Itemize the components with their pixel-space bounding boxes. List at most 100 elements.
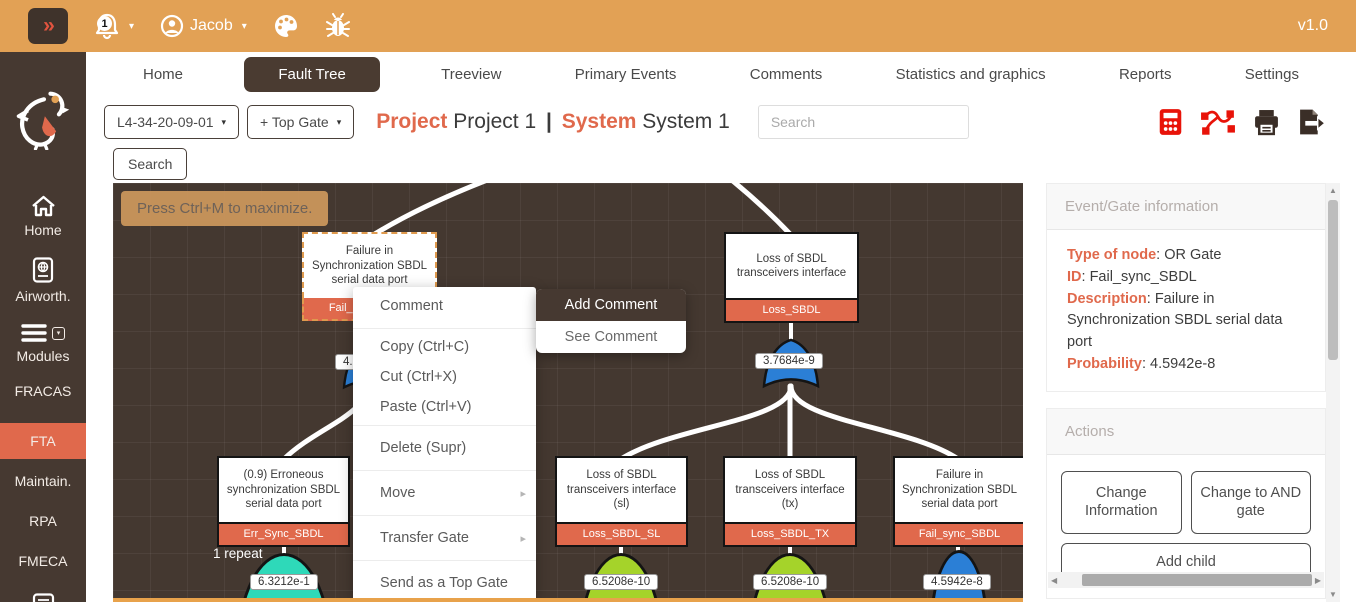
menu-item-send-top-gate[interactable]: Send as a Top Gate	[380, 575, 508, 591]
project-name: Project 1	[453, 110, 537, 133]
event-probability-label: 6.5208e-10	[753, 574, 828, 590]
sidebar-collapse-button[interactable]: »	[28, 8, 68, 44]
sidebar-item-modules[interactable]: ▾ Modules	[0, 323, 86, 364]
card-body: Type of node: OR Gate ID: Fail_sync_SBDL…	[1047, 230, 1325, 391]
toolbar-icons	[1158, 108, 1326, 136]
sidebar-item-rpa[interactable]: RPA	[0, 513, 86, 529]
add-top-gate-dropdown[interactable]: + Top Gate ▾	[247, 105, 355, 139]
menu-item-cut[interactable]: Cut (Ctrl+X)	[380, 369, 457, 385]
tree-node-fail-sync-sbdl-repeat[interactable]: Failure in Synchronization SBDL serial d…	[893, 456, 1023, 547]
tab-comments[interactable]: Comments	[749, 66, 823, 83]
search-button[interactable]: Search	[113, 148, 188, 180]
tab-reports[interactable]: Reports	[1118, 66, 1172, 83]
submenu-item-add-comment[interactable]: Add Comment	[536, 289, 686, 321]
field-type-of-node: Type of node: OR Gate	[1067, 247, 1222, 263]
calculator-icon[interactable]	[1158, 108, 1183, 136]
modules-dropdown-icon[interactable]: ▾	[52, 326, 65, 340]
gate-selector-dropdown[interactable]: L4-34-20-09-01 ▾	[104, 105, 240, 139]
breadcrumb-separator: |	[545, 110, 552, 133]
field-description: Description: Failure in Synchronization …	[1067, 290, 1283, 351]
actions-body: Change Information Change to AND gate Ad…	[1047, 455, 1325, 599]
sidebar-item-maintain[interactable]: Maintain.	[0, 473, 86, 489]
app-logo	[13, 88, 73, 155]
fault-tree-toolbar: L4-34-20-09-01 ▾ + Top Gate ▾ Project Pr…	[104, 105, 1326, 139]
search-input[interactable]	[757, 105, 969, 139]
actions-card: Actions Change Information Change to AND…	[1046, 407, 1326, 600]
tree-node-loss-sbdl-sl[interactable]: Loss of SBDL transceivers interface (sl)…	[555, 456, 688, 547]
info-panel: Event/Gate information Type of node: OR …	[1046, 183, 1326, 602]
submenu-arrow-icon: ▸	[520, 532, 526, 545]
bird-logo-icon	[16, 91, 70, 151]
change-to-and-gate-button[interactable]: Change to AND gate	[1190, 470, 1311, 535]
menu-item-transfer-gate[interactable]: Transfer Gate ▸	[380, 530, 526, 546]
scrollbar-thumb[interactable]	[1082, 574, 1312, 586]
add-top-gate-label: + Top Gate	[260, 114, 329, 130]
scroll-down-icon[interactable]: ▼	[1329, 590, 1337, 599]
theme-button[interactable]	[273, 13, 299, 39]
tab-treeview[interactable]: Treeview	[441, 66, 502, 83]
tab-settings[interactable]: Settings	[1244, 66, 1299, 83]
chevron-down-icon: ▾	[336, 116, 342, 127]
user-menu[interactable]: Jacob ▾	[160, 14, 247, 38]
sidebar-item-label: FTA	[30, 433, 56, 449]
scroll-up-icon[interactable]: ▲	[1329, 186, 1337, 195]
sidebar-item-label: FMECA	[18, 553, 68, 569]
home-icon	[31, 195, 55, 217]
sidebar-item-label: Home	[24, 222, 62, 238]
cut-set-diagram-icon[interactable]	[1200, 108, 1236, 136]
field-probability: Probability: 4.5942e-8	[1067, 355, 1216, 372]
vertical-scrollbar[interactable]: ▲ ▼	[1326, 183, 1340, 602]
tree-node-err-sync-sbdl[interactable]: (0.9) Erroneous synchronization SBDL ser…	[217, 456, 350, 547]
debug-button[interactable]	[325, 13, 351, 39]
connector-stub	[282, 543, 286, 557]
connector-stub	[788, 543, 792, 557]
print-icon[interactable]	[1253, 109, 1280, 136]
scrollbar-thumb[interactable]	[1328, 200, 1338, 360]
project-label: Project	[376, 110, 448, 133]
sidebar-item-label: FRACAS	[14, 383, 72, 399]
fault-tree-canvas[interactable]: Press Ctrl+M to maximize. Failure in Syn…	[113, 183, 1023, 602]
node-id-tag: Err_Sync_SBDL	[217, 522, 350, 547]
scroll-left-icon[interactable]: ◀	[1051, 575, 1058, 585]
context-menu: Comment Copy (Ctrl+C) Cut (Ctrl+X) Paste…	[353, 287, 536, 598]
system-label: System	[561, 110, 637, 133]
scroll-right-icon[interactable]: ▶	[1314, 575, 1321, 585]
sidebar-item-label: Modules	[16, 348, 70, 364]
sidebar-item-home[interactable]: Home	[0, 195, 86, 238]
bell-icon: 1	[94, 12, 120, 40]
event-probability-label: 6.5208e-10	[584, 574, 659, 590]
sidebar: Home Airworth. ▾ Modules FRACAS FTA Main…	[0, 52, 86, 602]
gate-probability-label: 3.7684e-9	[755, 353, 823, 369]
tree-node-loss-sbdl-tx[interactable]: Loss of SBDL transceivers interface (tx)…	[723, 456, 857, 547]
menu-item-paste[interactable]: Paste (Ctrl+V)	[380, 399, 472, 415]
tab-statistics[interactable]: Statistics and graphics	[895, 66, 1046, 83]
menu-item-delete[interactable]: Delete (Supr)	[380, 440, 467, 456]
menu-item-move[interactable]: Move ▸	[380, 485, 526, 501]
card-header: Actions	[1047, 408, 1325, 455]
notifications[interactable]: 1 ▾	[94, 12, 134, 40]
menu-item-copy[interactable]: Copy (Ctrl+C)	[380, 339, 470, 355]
node-label: Failure in Synchronization SBDL serial d…	[893, 456, 1023, 522]
change-information-button[interactable]: Change Information	[1061, 470, 1182, 535]
repeat-count-note: 1 repeat	[213, 546, 263, 561]
menu-item-comment[interactable]: Comment	[380, 298, 443, 314]
tab-fault-tree[interactable]: Fault Tree	[244, 57, 380, 92]
sidebar-item-fracas[interactable]: FRACAS	[0, 383, 86, 399]
export-icon[interactable]	[1297, 108, 1326, 136]
sidebar-item-fta[interactable]: FTA	[0, 423, 86, 459]
sidebar-item-fmeca[interactable]: FMECA	[0, 553, 86, 569]
node-id-tag: Loss_SBDL_SL	[555, 522, 688, 547]
sidebar-item-help[interactable]: Help	[0, 593, 86, 602]
tab-primary-events[interactable]: Primary Events	[574, 66, 677, 83]
tree-node-loss-sbdl[interactable]: Loss of SBDL transceivers interface Loss…	[724, 232, 859, 323]
maximize-hint: Press Ctrl+M to maximize.	[121, 191, 329, 226]
node-label: (0.9) Erroneous synchronization SBDL ser…	[217, 456, 350, 522]
submenu-item-see-comment[interactable]: See Comment	[564, 329, 658, 345]
main-content: Home Fault Tree Treeview Primary Events …	[86, 52, 1356, 602]
sidebar-item-airworthiness[interactable]: Airworth.	[0, 257, 86, 304]
tab-home[interactable]: Home	[143, 66, 184, 83]
sidebar-item-label: Maintain.	[14, 473, 72, 489]
connector-stub	[789, 321, 793, 343]
horizontal-scrollbar[interactable]: ◀ ▶	[1048, 572, 1324, 588]
comment-submenu: Add Comment See Comment	[536, 289, 686, 353]
